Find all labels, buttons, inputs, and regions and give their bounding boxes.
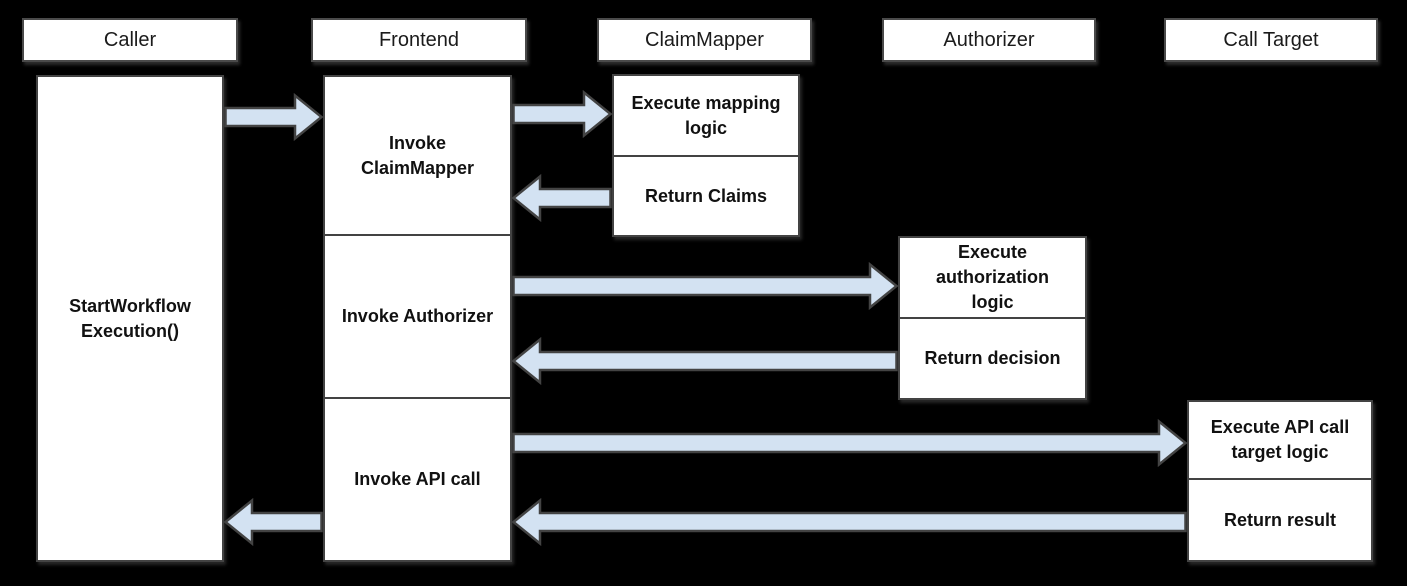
step-return-result: Return result	[1189, 478, 1371, 560]
step-invoke-claimmapper: Invoke ClaimMapper	[360, 132, 475, 178]
step-invoke-authorizer: Invoke Authorizer	[325, 234, 510, 397]
step-execute-mapping-logic: Execute mapping logic	[631, 92, 781, 138]
actor-header-authorizer: Authorizer	[882, 18, 1096, 62]
actor-header-calltarget: Call Target	[1164, 18, 1378, 62]
step-startworkflowexecution: StartWorkflow Execution()	[69, 295, 191, 341]
actor-header-label: Authorizer	[943, 28, 1035, 51]
step-execute-api-call-target-logic: Execute API call target logic	[1210, 417, 1350, 462]
step-execute-authorization-logic: Execute authorization logic	[936, 242, 1049, 312]
caller-activity-box: StartWorkflow Execution()	[36, 75, 224, 562]
actor-header-label: Frontend	[378, 28, 460, 51]
calltarget-activity-box: Execute API call target logic Return res…	[1187, 400, 1373, 562]
actor-header-label: Call Target	[1223, 28, 1319, 51]
step-invoke-api-call: Invoke API call	[325, 397, 510, 560]
arrow-frontend-to-claimmapper	[512, 89, 613, 139]
frontend-activity-box: Invoke ClaimMapper Invoke Authorizer Inv…	[323, 75, 512, 562]
arrow-calltarget-to-frontend	[511, 497, 1187, 547]
arrow-authorizer-to-frontend	[511, 336, 898, 386]
step-return-claims: Return Claims	[614, 155, 798, 235]
actor-header-label: ClaimMapper	[645, 28, 764, 51]
claimmapper-activity-box: Execute mapping logic Return Claims	[612, 74, 800, 237]
actor-header-claimmapper: ClaimMapper	[597, 18, 812, 62]
actor-header-caller: Caller	[22, 18, 238, 62]
arrow-caller-to-frontend	[224, 92, 324, 142]
arrow-claimmapper-to-frontend	[511, 173, 612, 223]
arrow-frontend-to-calltarget	[512, 418, 1188, 468]
authorizer-activity-box: Execute authorization logic Return decis…	[898, 236, 1087, 400]
actor-header-frontend: Frontend	[311, 18, 527, 62]
step-return-decision: Return decision	[900, 317, 1085, 398]
arrow-frontend-to-authorizer	[512, 261, 899, 311]
arrow-frontend-to-caller	[223, 497, 323, 547]
actor-header-label: Caller	[103, 28, 157, 51]
